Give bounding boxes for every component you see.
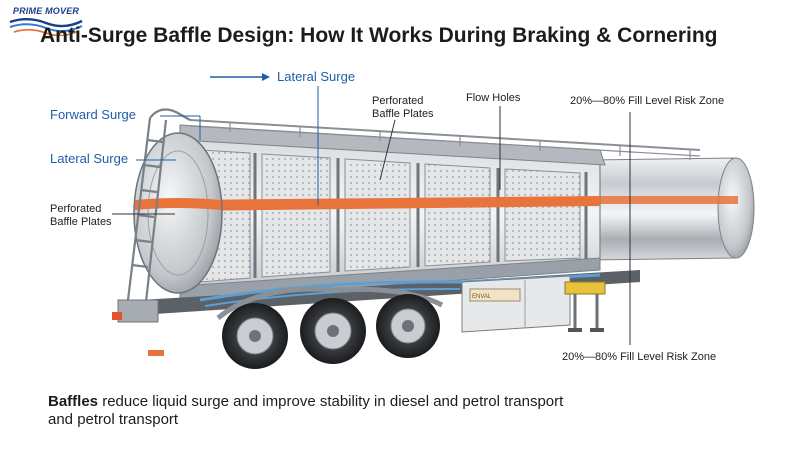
fill-level-stripe [180,196,600,211]
top-walkway-rail [189,119,701,151]
landing-gear [564,281,606,332]
page-title: Anti-Surge Baffle Design: How It Works D… [40,24,718,47]
callout-lines [136,86,319,205]
perforated-baffle-top-label: Perforated Baffle Plates [372,95,434,120]
tank-rear-cap [133,132,223,294]
equipment-cabinet [461,275,571,333]
flow-holes-label: Flow Holes [466,92,521,104]
lateral-surge-left-label: Lateral Surge [50,151,129,166]
fill-risk-top-label: 20%—80% Fill Level Risk Zone [570,95,725,107]
rear-ladder [126,108,191,303]
caption-text: reduce liquid surge and improve stabilit… [98,393,564,410]
caption-line-2: and petrol transport [48,411,179,428]
rear-bumper [112,299,164,356]
perforated-baffle-left-label: Perforated Baffle Plates [50,203,112,228]
cabinet-plate-text: ENVAL [472,294,492,300]
wave-logo-icon [9,18,83,36]
wheel-1 [222,303,288,369]
caption: Baffles reduce liquid surge and improve … [48,393,768,429]
caption-bold: Baffles [48,393,99,410]
wheel-3 [376,294,440,358]
arrow-right-icon [210,73,270,81]
brand-name: PRIME MOVER [12,6,80,16]
lateral-surge-top-label: Lateral Surge [277,69,356,84]
forward-surge-label: Forward Surge [50,107,136,122]
fill-risk-bottom-label: 20%—80% Fill Level Risk Zone [562,351,717,363]
tank-front-cap [717,157,755,259]
brand-logo: PRIME MOVER [4,4,88,36]
wheel-2 [300,298,366,364]
